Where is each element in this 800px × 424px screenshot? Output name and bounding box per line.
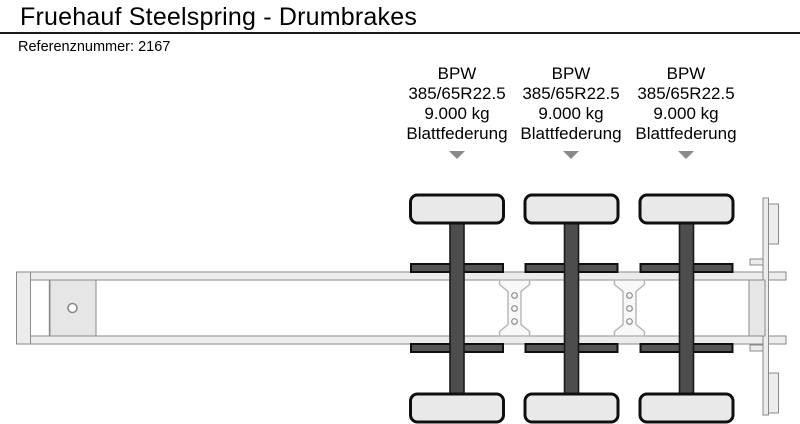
rear-marker-board-bottom — [768, 372, 779, 414]
axle-1-tyre: 385/65R22.5 — [408, 84, 506, 103]
bolt-hole — [511, 292, 518, 299]
bolt-hole — [511, 305, 518, 312]
title-divider — [0, 32, 800, 34]
wheel-bottom — [523, 392, 620, 424]
wheel-top — [523, 193, 620, 225]
crossmember-2 — [613, 279, 646, 337]
axle-2-label: BPW 385/65R22.5 9.000 kg Blattfederung — [509, 64, 633, 159]
wheel-bottom — [638, 392, 735, 424]
axle-3-tyre: 385/65R22.5 — [637, 84, 735, 103]
wheel-top — [638, 193, 735, 225]
triangle-down-icon — [563, 151, 579, 159]
rear-assembly — [748, 197, 779, 416]
chassis-rail-top — [16, 271, 787, 281]
triangle-down-icon — [449, 151, 465, 159]
axle-3-label: BPW 385/65R22.5 9.000 kg Blattfederung — [624, 64, 748, 159]
bolt-hole — [626, 318, 633, 325]
axle-beam — [678, 220, 695, 397]
kingpin — [67, 302, 78, 314]
reference-number: Referenznummer: 2167 — [18, 39, 170, 55]
reference-value: 2167 — [138, 39, 171, 55]
triangle-down-icon — [678, 151, 694, 159]
axle-beam — [563, 220, 580, 397]
bolt-hole — [511, 318, 518, 325]
front-crossmember — [16, 271, 31, 345]
bolt-hole — [626, 292, 633, 299]
axle-beam — [449, 220, 465, 397]
reference-label: Referenznummer: — [18, 39, 135, 55]
crossmember-1 — [498, 279, 531, 337]
rear-crossmember — [748, 279, 766, 337]
axle-3-suspension: Blattfederung — [635, 124, 737, 143]
axle-assembly-3 — [638, 193, 735, 424]
rear-marker-board-top — [768, 203, 779, 245]
axle-1-load: 9.000 kg — [424, 104, 490, 123]
axle-1-brand: BPW — [437, 64, 477, 83]
chassis-rail-bottom — [16, 335, 787, 345]
axle-1-label: BPW 385/65R22.5 9.000 kg Blattfederung — [395, 64, 519, 159]
axle-2-suspension: Blattfederung — [520, 124, 622, 143]
axle-1-suspension: Blattfederung — [406, 124, 508, 143]
page-title: Fruehauf Steelspring - Drumbrakes — [20, 3, 418, 31]
axle-assembly-1 — [409, 193, 505, 424]
wheel-top — [409, 193, 505, 225]
axle-assembly-2 — [523, 193, 620, 424]
axle-2-tyre: 385/65R22.5 — [522, 84, 620, 103]
axle-2-brand: BPW — [551, 64, 591, 83]
axle-3-brand: BPW — [666, 64, 706, 83]
bolt-hole — [626, 305, 633, 312]
axle-3-load: 9.000 kg — [653, 104, 719, 123]
wheel-bottom — [409, 392, 505, 424]
axle-2-load: 9.000 kg — [538, 104, 604, 123]
